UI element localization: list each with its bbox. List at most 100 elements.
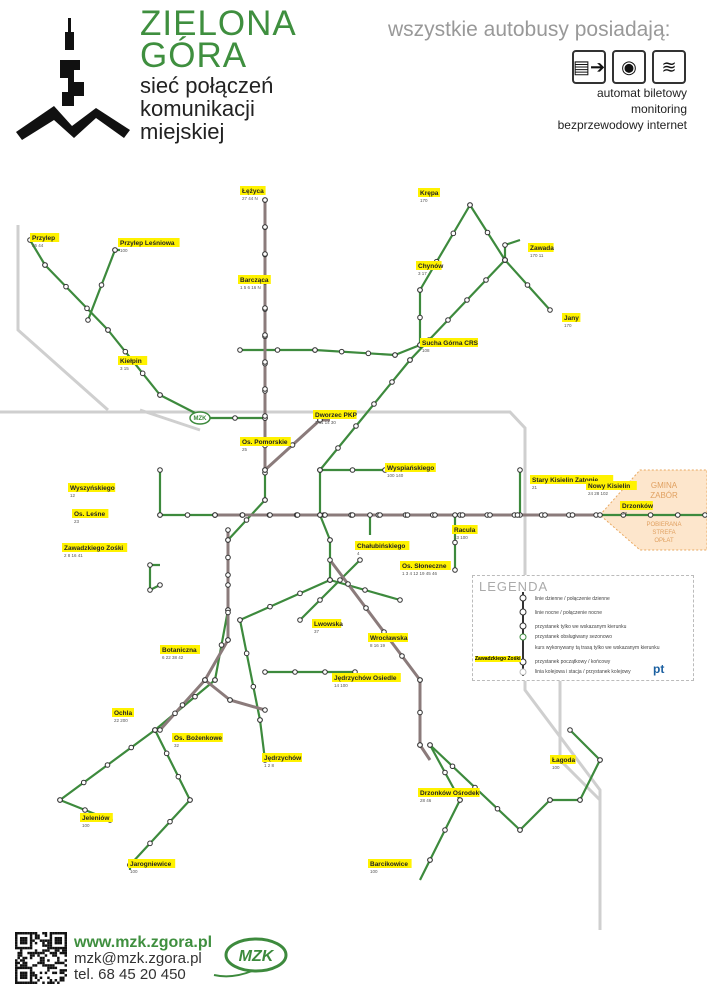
qr-module: [42, 964, 45, 967]
pt-logo: pt: [653, 662, 665, 676]
bus-stop: [597, 757, 603, 763]
qr-module: [34, 964, 38, 967]
qr-module: [57, 936, 60, 940]
terminus-highlight: [30, 233, 60, 242]
qr-module: [57, 949, 60, 952]
qr-module: [15, 941, 18, 945]
bus-stop: [225, 572, 231, 578]
terminus-name: Przylep: [32, 235, 55, 242]
qr-module: [17, 956, 20, 960]
qr-module: [24, 939, 28, 942]
qr-module: [32, 939, 35, 942]
terminus-lines: 22 200: [114, 718, 128, 723]
qr-module: [29, 956, 33, 960]
qr-module: [29, 934, 33, 937]
qr-module: [22, 946, 25, 950]
bus-stop: [449, 763, 456, 770]
qr-module: [62, 951, 65, 955]
qr-module: [19, 981, 23, 984]
bus-stop: [407, 357, 413, 363]
terminus-name: Łężyca: [242, 188, 264, 195]
bus-stop: [365, 350, 372, 357]
bus-stop: [202, 677, 208, 683]
qr-module: [19, 941, 23, 945]
feature-label: bezprzewodowy internet: [557, 118, 687, 132]
qr-module: [37, 954, 40, 957]
bus-stop: [225, 637, 231, 643]
website-link[interactable]: www.mzk.zgora.pl: [74, 934, 213, 951]
legend: LEGENDA linie dzienne / połączenie dzien…: [472, 575, 694, 681]
bus-stop: [547, 307, 553, 313]
bus-line: [240, 204, 471, 357]
bus-stop: [157, 582, 163, 588]
bus-stop: [427, 742, 433, 748]
bus-stop: [459, 512, 466, 518]
bus-stop: [274, 347, 281, 353]
qr-code[interactable]: [15, 932, 67, 984]
qr-module: [52, 964, 55, 967]
qr-module: [47, 976, 50, 980]
terminus-lines: 1 3 4 12 19 45 46: [402, 571, 438, 576]
legend-row: kurs wykonywany tą trasą tylko we wskaza…: [535, 645, 660, 651]
mzk-logo-text: MZK: [239, 948, 275, 965]
qr-module: [34, 936, 38, 940]
qr-module: [64, 964, 67, 967]
qr-module: [37, 961, 40, 965]
feature-label: monitoring: [630, 102, 687, 116]
qr-module: [22, 974, 25, 977]
qr-module: [19, 966, 23, 970]
qr-module: [29, 932, 33, 935]
bus-stop: [212, 512, 218, 518]
bus-stop: [192, 693, 198, 700]
bus-stop: [297, 617, 303, 623]
bus-stop: [547, 797, 553, 803]
terminus-lines: 6 22 38 42: [162, 655, 184, 660]
bus-stop: [502, 257, 508, 263]
terminus-name: Dworzec PKP: [315, 412, 358, 419]
terminus-name: Chałubińskiego: [357, 543, 405, 550]
terminus-name: Jeleniów: [82, 815, 110, 822]
legend-row: przystanek obsługiwany sezonowo: [535, 634, 612, 640]
bus-stop: [262, 413, 268, 419]
bus-stop: [112, 247, 118, 253]
bus-stop: [524, 282, 531, 288]
terminus-name: Łagoda: [552, 757, 575, 764]
depot-badge-text: MZK: [194, 416, 208, 422]
qr-module: [24, 932, 28, 935]
qr-module: [47, 939, 50, 942]
qr-module: [19, 964, 23, 967]
bus-stop: [289, 442, 296, 448]
ticket-machine-icon: ▤➔: [572, 50, 606, 84]
qr-module: [49, 981, 53, 984]
legend-title: LEGENDA: [479, 579, 549, 594]
qr-module: [62, 932, 65, 935]
qr-module: [44, 954, 48, 957]
bus-stop: [294, 512, 301, 518]
bus-stop: [80, 779, 87, 786]
qr-module: [17, 961, 20, 965]
qr-module: [24, 941, 28, 945]
bus-stop: [63, 283, 69, 290]
qr-module: [15, 932, 18, 935]
terminus-lines: 23: [74, 519, 80, 524]
bus-stop: [357, 557, 363, 563]
qr-module: [22, 961, 25, 965]
qr-module: [22, 941, 25, 945]
qr-module: [52, 981, 55, 984]
qr-module: [62, 946, 65, 950]
qr-module: [29, 939, 33, 942]
qr-module: [19, 974, 23, 977]
qr-module: [24, 974, 28, 977]
qr-module: [42, 932, 45, 935]
city-logo: [16, 18, 130, 140]
qr-module: [64, 969, 67, 972]
bus-stop: [317, 597, 323, 603]
zone-note: STREFA: [652, 530, 675, 536]
bus-stop: [122, 348, 129, 355]
bus-stop: [163, 750, 170, 757]
bus-stop: [349, 512, 356, 518]
email-link[interactable]: mzk@mzk.zgora.pl: [74, 950, 202, 967]
terminus-highlight: [118, 238, 180, 247]
